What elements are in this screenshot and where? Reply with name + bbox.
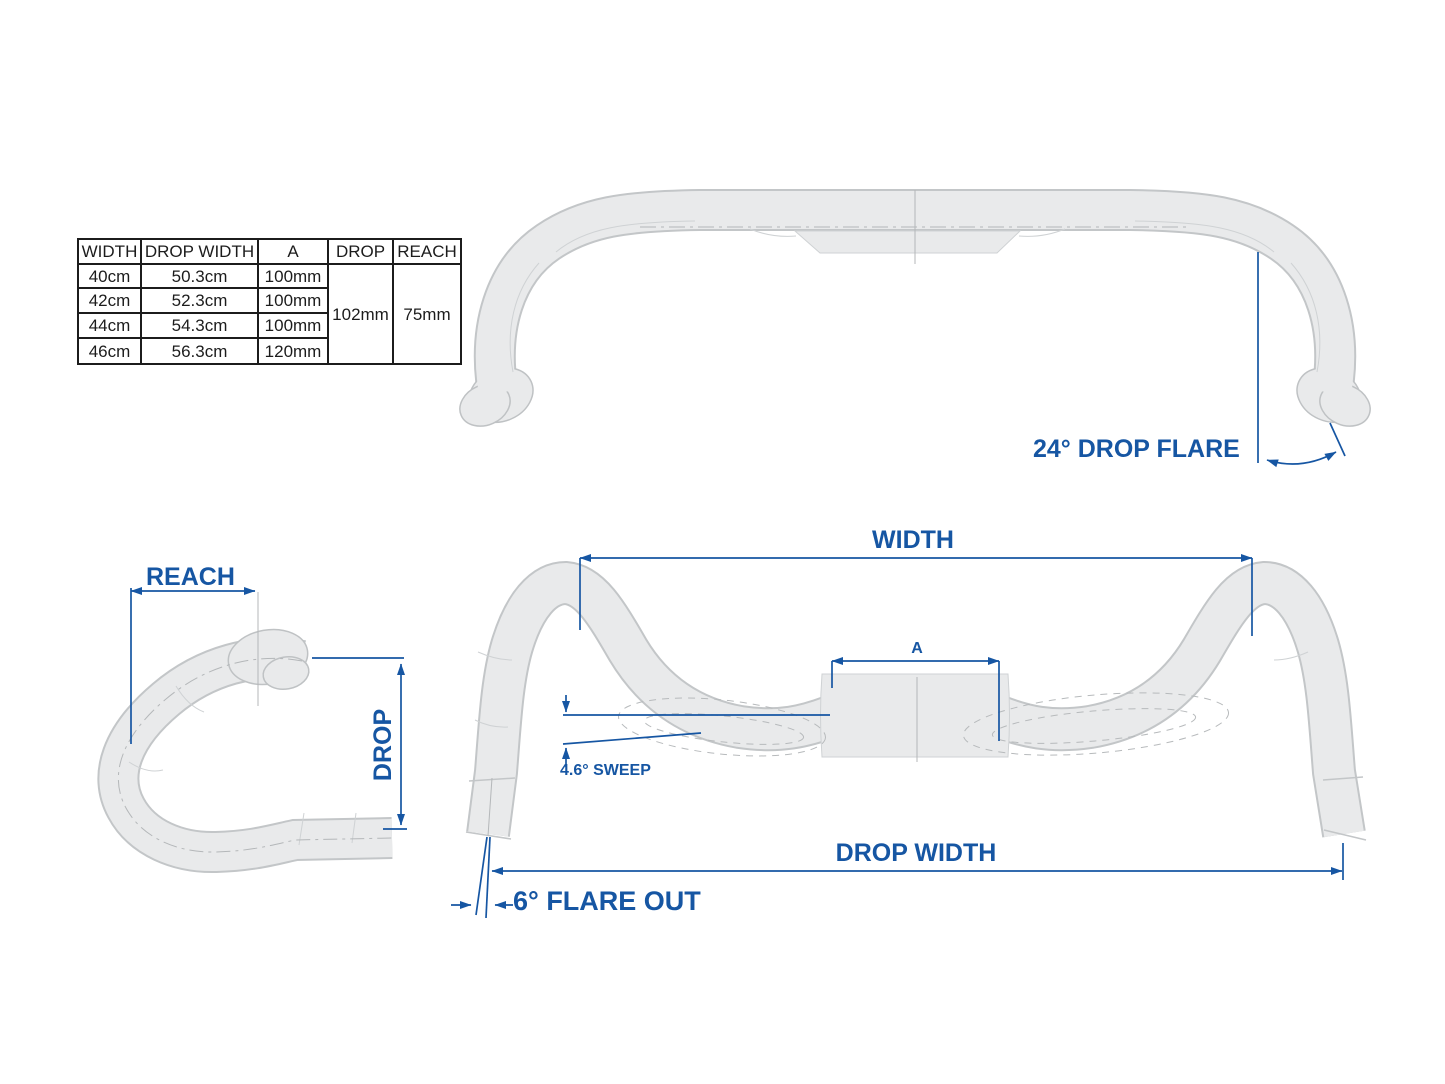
drop-label: DROP [368,708,397,782]
table-header-width: WIDTH [79,240,142,265]
drop-width-dimension [491,843,1344,880]
table-cell: 44cm [79,314,142,339]
table-cell: 54.3cm [142,314,259,339]
a-label: A [911,640,923,657]
table-cell: 100mm [259,265,329,289]
table-cell: 46cm [79,339,142,363]
side-view-drawing [97,587,407,874]
table-cell: 40cm [79,265,142,289]
table-cell-drop-merged: 102mm [329,265,394,363]
flare-out-label: 6° FLARE OUT [513,886,701,916]
table-cell: 50.3cm [142,265,259,289]
table-header-reach: REACH [394,240,460,265]
width-dimension [579,554,1253,636]
width-label: WIDTH [872,526,954,554]
flare-out-dimension [451,836,513,919]
front-view-drawing [451,554,1367,919]
spec-table: WIDTH DROP WIDTH A DROP REACH 40cm 50.3c… [77,238,462,365]
drop-flare-label: 24° DROP FLARE [1033,435,1240,463]
drop-flare-dimension [1257,252,1346,468]
rear-view-drawing [459,189,1371,468]
right-bar-end-cap [1296,366,1371,427]
table-cell-reach-merged: 75mm [403,304,451,324]
drop-dimension [312,657,407,830]
table-header-drop-width: DROP WIDTH [142,240,259,265]
reach-label: REACH [146,563,235,591]
clamp-section [820,673,1010,758]
sweep-dimension [562,695,830,767]
table-cell: 100mm [259,314,329,339]
sweep-label: 4.6° SWEEP [560,762,651,779]
a-dimension [831,657,1000,741]
table-header-drop: DROP [329,240,394,265]
table-header-a: A [259,240,329,265]
table-cell: 56.3cm [142,339,259,363]
table-cell: 120mm [259,339,329,363]
drop-width-label: DROP WIDTH [835,839,997,867]
table-cell: 100mm [259,289,329,314]
hood-clamp [227,628,310,691]
table-cell: 52.3cm [142,289,259,314]
table-cell: 42cm [79,289,142,314]
reach-dimension [130,587,256,744]
